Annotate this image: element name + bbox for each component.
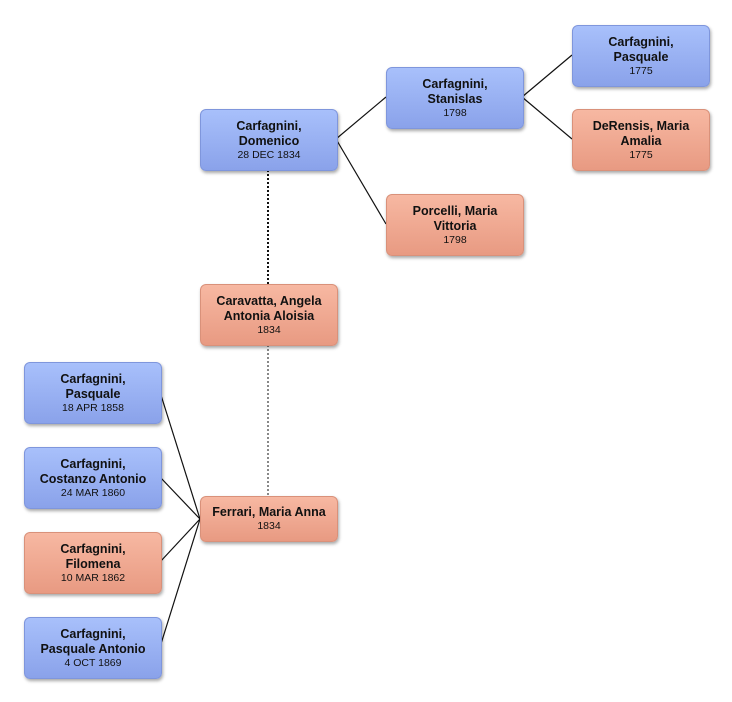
person-name-line2: Costanzo Antonio <box>39 471 147 486</box>
person-date: 24 MAR 1860 <box>60 486 126 499</box>
person-name-line1: Carfagnini, <box>60 456 126 471</box>
person-name-line2: Stanislas <box>427 91 483 106</box>
person-date: 1775 <box>629 148 653 161</box>
person-card-caravatta[interactable]: Caravatta, Angela Antonia Aloisia 1834 <box>200 284 338 346</box>
person-name-line1: Caravatta, Angela <box>216 293 322 308</box>
person-name-line1: DeRensis, Maria <box>592 118 690 133</box>
link-domenico-stanislas <box>335 96 387 140</box>
person-card-pasquale-1775[interactable]: Carfagnini, Pasquale 1775 <box>572 25 710 87</box>
person-date: 4 OCT 1869 <box>64 656 122 669</box>
person-name-line2: Antonia Aloisia <box>223 308 315 323</box>
person-date: 1775 <box>629 64 653 77</box>
person-card-costanzo[interactable]: Carfagnini, Costanzo Antonio 24 MAR 1860 <box>24 447 162 509</box>
person-name-line1: Carfagnini, <box>60 541 126 556</box>
person-name-line1: Carfagnini, <box>60 371 126 386</box>
person-name-line1: Porcelli, Maria <box>412 203 498 218</box>
person-card-ferrari[interactable]: Ferrari, Maria Anna 1834 <box>200 496 338 542</box>
link-stanislas-derensis <box>521 96 573 140</box>
person-date: 28 DEC 1834 <box>237 148 301 161</box>
person-card-porcelli[interactable]: Porcelli, Maria Vittoria 1798 <box>386 194 524 256</box>
person-name-line2: Pasquale Antonio <box>40 641 146 656</box>
person-name-line1: Carfagnini, <box>422 76 488 91</box>
person-date: 10 MAR 1862 <box>60 571 126 584</box>
person-card-stanislas[interactable]: Carfagnini, Stanislas 1798 <box>386 67 524 129</box>
person-card-filomena[interactable]: Carfagnini, Filomena 10 MAR 1862 <box>24 532 162 594</box>
person-name-line1: Ferrari, Maria Anna <box>212 505 326 519</box>
person-name-line2: Vittoria <box>433 218 477 233</box>
person-name-line1: Carfagnini, <box>60 626 126 641</box>
person-card-pasquale-antonio[interactable]: Carfagnini, Pasquale Antonio 4 OCT 1869 <box>24 617 162 679</box>
link-stanislas-pasquale <box>521 54 573 98</box>
person-date: 18 APR 1858 <box>62 401 124 414</box>
person-date: 1798 <box>443 106 467 119</box>
person-card-domenico[interactable]: Carfagnini, Domenico 28 DEC 1834 <box>200 109 338 171</box>
person-name-line2: Amalia <box>620 133 662 148</box>
link-ferrari-costanzo <box>159 476 201 520</box>
person-name-line1: Carfagnini, <box>236 118 302 133</box>
person-card-derensis[interactable]: DeRensis, Maria Amalia 1775 <box>572 109 710 171</box>
link-ferrari-pasquale-antonio <box>159 518 201 648</box>
person-date: 1834 <box>257 323 281 336</box>
person-date: 1798 <box>443 233 467 246</box>
person-name-line2: Pasquale <box>65 386 121 401</box>
link-domenico-porcelli <box>335 138 387 225</box>
link-ferrari-filomena <box>159 518 201 563</box>
person-name-line2: Filomena <box>65 556 121 571</box>
person-name-line1: Carfagnini, <box>608 34 674 49</box>
person-name-line2: Domenico <box>238 133 300 148</box>
person-name-line2: Pasquale <box>613 49 669 64</box>
person-date: 1834 <box>257 520 281 532</box>
person-card-pasquale-1858[interactable]: Carfagnini, Pasquale 18 APR 1858 <box>24 362 162 424</box>
link-ferrari-pasquale-1858 <box>159 391 201 520</box>
